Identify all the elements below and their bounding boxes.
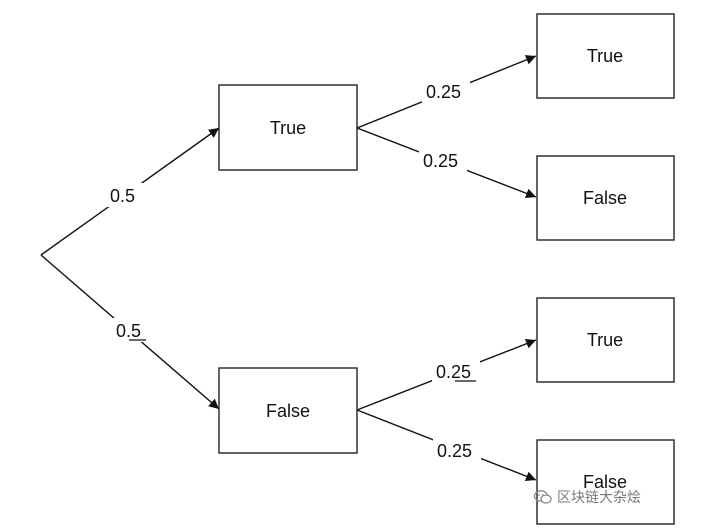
node-label: False (266, 401, 310, 421)
edge-label-false-to-false: 0.25 (437, 441, 472, 461)
watermark: 区块链大杂烩 (533, 485, 641, 509)
node-label: False (583, 188, 627, 208)
node-label: True (587, 46, 623, 66)
node-true: True (218, 84, 358, 171)
leaf-false-false: False (536, 439, 675, 525)
edge-label-root-lower: 0.5 (116, 321, 141, 341)
wechat-icon (533, 490, 552, 504)
watermark-text: 区块链大杂烩 (557, 490, 641, 506)
edge-label-root-upper: 0.5 (110, 186, 135, 206)
leaf-false-true: True (536, 297, 675, 383)
edge-label-true-to-true: 0.25 (426, 82, 461, 102)
node-label: True (587, 330, 623, 350)
node-label: False (583, 472, 627, 492)
edge-label-true-to-false: 0.25 (423, 151, 458, 171)
node-label: True (270, 118, 306, 138)
node-false: False (218, 367, 358, 454)
edge-label-false-to-true: 0.25 (436, 362, 471, 382)
leaf-true-false: False (536, 155, 675, 241)
leaf-true-true: True (536, 13, 675, 99)
